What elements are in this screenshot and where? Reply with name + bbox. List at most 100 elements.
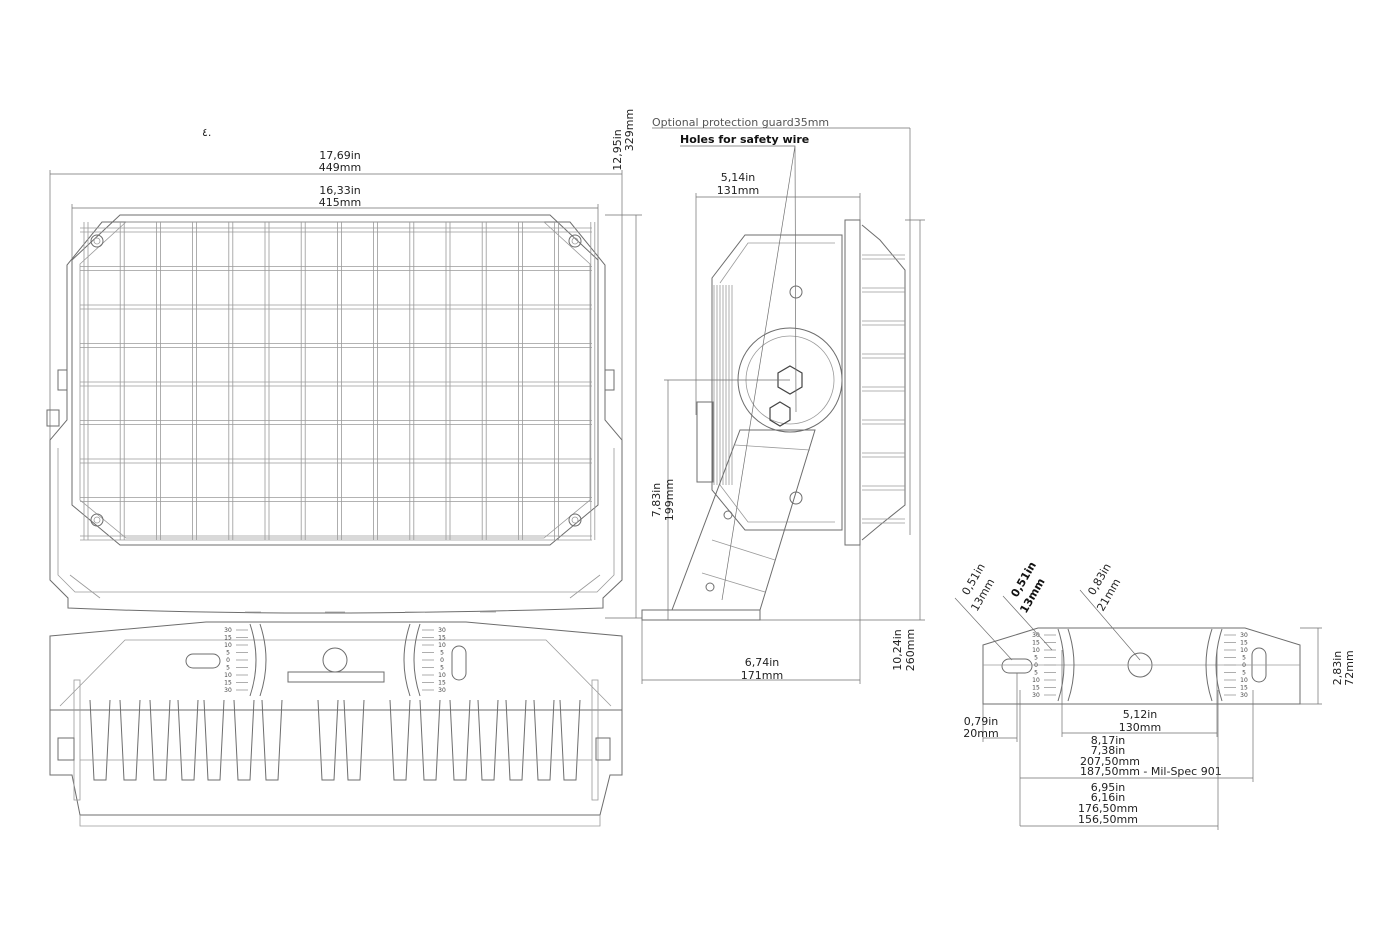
front-view: 17,69in 449mm 16,33in 415mm 12,95in 329m… xyxy=(46,109,642,619)
scale-label: 30 xyxy=(1032,632,1040,639)
dim-spacing-mm: 130mm xyxy=(1119,721,1161,734)
scale-label: 5 xyxy=(226,665,230,672)
scale-label: 30 xyxy=(224,627,232,634)
stray-mark: ٤. xyxy=(202,126,211,139)
scale-arc xyxy=(1057,628,1065,702)
heatsink-fin xyxy=(177,699,199,781)
scale-label: 5 xyxy=(1242,670,1246,677)
note-optional-guard: Optional protection guard35mm xyxy=(652,116,829,129)
scale-arc xyxy=(403,623,411,697)
scale-arc xyxy=(1205,628,1213,702)
scale-label: 30 xyxy=(224,687,232,694)
dim-overall-width-mm: 449mm xyxy=(319,161,361,174)
heatsink-fin xyxy=(477,699,499,781)
scale-label: 5 xyxy=(1034,670,1038,677)
note-safety-wire: Holes for safety wire xyxy=(680,133,809,146)
scale-label: 10 xyxy=(224,642,232,649)
scale-label: 15 xyxy=(1240,685,1248,692)
scale-label: 5 xyxy=(226,650,230,657)
dim-total-height-in: 10,24in xyxy=(891,629,904,671)
heatsink-fin xyxy=(559,699,581,781)
heatsink-fin xyxy=(261,699,283,781)
scale-label: 5 xyxy=(1034,655,1038,662)
scale-label: 5 xyxy=(440,650,444,657)
heatsink-fin xyxy=(449,699,471,781)
heatsink-fins xyxy=(89,699,581,781)
scale-label: 10 xyxy=(1240,677,1248,684)
scale-label: 30 xyxy=(1032,692,1040,699)
dim-height-mm: 329mm xyxy=(623,109,636,151)
scale-label: 15 xyxy=(224,635,232,642)
scale-label: 10 xyxy=(224,672,232,679)
dim-guard-width-mm: 415mm xyxy=(319,196,361,209)
dim-height-in: 12,95in xyxy=(611,129,624,171)
scale-label: 10 xyxy=(1032,647,1040,654)
dim-d2-mm-a: 176,50mm xyxy=(1078,802,1138,815)
scale-label: 10 xyxy=(438,672,446,679)
dim-d1-mm-a: 207,50mm xyxy=(1080,755,1140,768)
scale-label: 30 xyxy=(1240,632,1248,639)
dim-d1-mm-b: 187,50mm - Mil-Spec 901 xyxy=(1080,765,1222,778)
heatsink-fin xyxy=(505,699,527,781)
scale-label: 5 xyxy=(440,665,444,672)
dim-bracket-mm: 199mm xyxy=(663,479,676,521)
side-view: Optional protection guard35mm Holes for … xyxy=(641,116,925,684)
heatsink-fin xyxy=(203,699,225,781)
protection-grid xyxy=(80,222,596,541)
heatsink-fin xyxy=(233,699,255,781)
scale-label: 5 xyxy=(1242,655,1246,662)
scale-label: 15 xyxy=(1240,640,1248,647)
heatsink-fin xyxy=(89,699,111,781)
heatsink-fin xyxy=(343,699,365,781)
dim-d1-in-a: 8,17in xyxy=(1091,734,1126,747)
heatsink-fin xyxy=(149,699,171,781)
scale-arc xyxy=(413,623,421,697)
heatsink-fin xyxy=(419,699,441,781)
scale-label: 0 xyxy=(1034,662,1038,669)
scale-label: 15 xyxy=(224,680,232,687)
scale-arc xyxy=(1215,628,1223,702)
dim-base-in: 6,74in xyxy=(745,656,780,669)
dim-depth-mm: 131mm xyxy=(717,184,759,197)
scale-arc xyxy=(1067,628,1075,702)
scale-arc xyxy=(249,623,257,697)
scale-label: 0 xyxy=(1242,662,1246,669)
dim-bracket-in: 7,83in xyxy=(650,483,663,518)
dim-edge-mm: 20mm xyxy=(963,727,998,740)
heatsink-fin xyxy=(119,699,141,781)
heatsink-fin xyxy=(317,699,339,781)
scale-label: 10 xyxy=(1032,677,1040,684)
dim-base-mm: 171mm xyxy=(741,669,783,682)
dim-guard-width-in: 16,33in xyxy=(319,184,361,197)
scale-label: 0 xyxy=(440,657,444,664)
scale-label: 15 xyxy=(438,680,446,687)
dim-d2-in-b: 6,16in xyxy=(1091,791,1126,804)
dim-d2-in-a: 6,95in xyxy=(1091,781,1126,794)
dim-d2-mm-b: 156,50mm xyxy=(1078,813,1138,826)
dim-overall-width-in: 17,69in xyxy=(319,149,361,162)
heatsink-fin xyxy=(389,699,411,781)
scale-label: 15 xyxy=(1032,685,1040,692)
dim-spacing-in: 5,12in xyxy=(1123,708,1158,721)
scale-label: 30 xyxy=(1240,692,1248,699)
side-fins xyxy=(713,285,733,485)
dim-depth-in: 5,14in xyxy=(721,171,756,184)
scale-label: 30 xyxy=(438,687,446,694)
side-guard-grid xyxy=(862,254,905,524)
dim-bracket-height-in: 2,83in xyxy=(1331,651,1344,686)
dim-d1-in-b: 7,38in xyxy=(1091,744,1126,757)
scale-label: 0 xyxy=(226,657,230,664)
scale-arc xyxy=(259,623,267,697)
dim-bracket-height-mm: 72mm xyxy=(1343,650,1356,685)
dim-edge-in: 0,79in xyxy=(964,715,999,728)
heatsink-fin xyxy=(533,699,555,781)
